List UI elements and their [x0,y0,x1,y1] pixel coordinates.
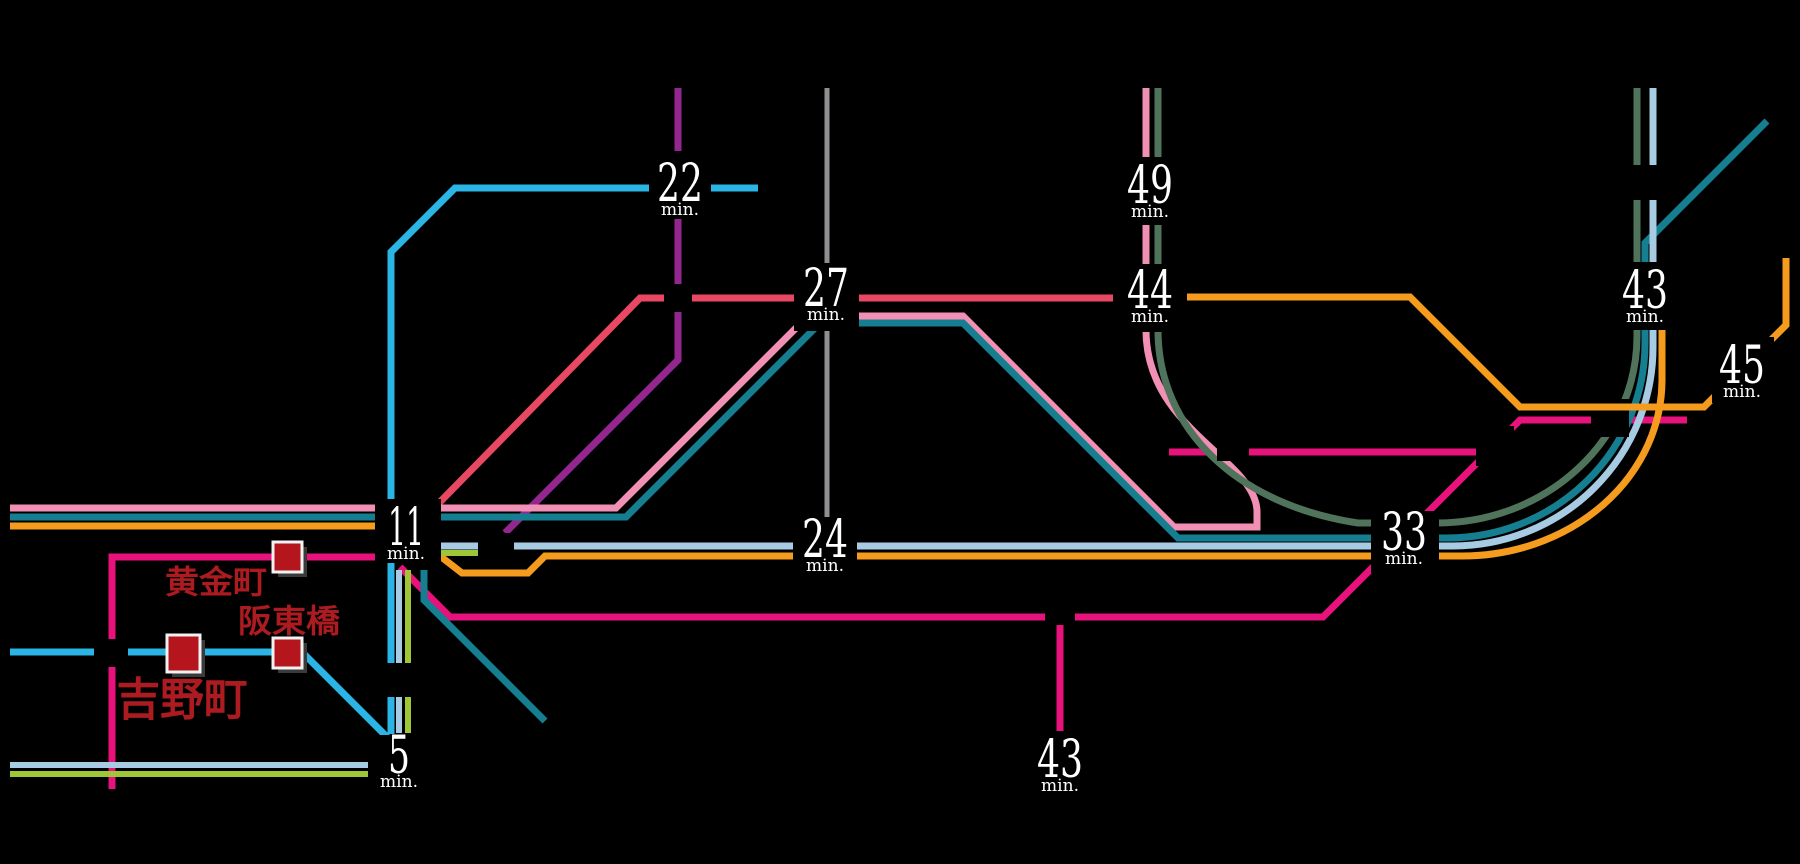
time-value-t5: 5 [388,726,410,786]
time-value-t45: 45 [1719,336,1765,396]
time-value-t43bottom: 43 [1037,730,1083,790]
time-label-box-t45 [1712,337,1774,403]
time-label-box-t43bottom [1027,735,1093,797]
time-unit-t45: min. [1723,382,1761,402]
time-unit-t43bottom: min. [1041,776,1079,796]
time-value-t33: 33 [1381,503,1427,563]
time-label-box-t49 [1117,157,1183,225]
route-orange-24-line [437,330,1666,577]
time-label-box-t43top [1613,262,1679,330]
route-orange-44-line [1187,258,1790,411]
time-label-box-t44 [1117,264,1183,332]
time-unit-t43top: min. [1626,307,1664,327]
junction-marker-m-cyan-magenta [94,639,128,667]
station-name-koganecho: 黄金町 [165,563,267,601]
station-square-bandobashi[interactable] [271,636,304,670]
junction-marker-m-branch43 [1045,609,1075,625]
time-value-t11: 11 [388,498,424,558]
time-unit-t11: min. [387,544,425,564]
time-value-t22: 22 [657,154,703,214]
junction-marker-m-spur-cross [1217,443,1249,461]
route-pink-line [10,88,1261,531]
junction-marker-m-northeast-break [1627,165,1663,200]
time-label-box-t11 [375,499,441,563]
time-label-box-t22 [649,151,711,219]
route-teal-line [10,118,1770,542]
station-name-yoshinocho: 吉野町 [117,673,248,726]
time-unit-t44: min. [1131,307,1169,327]
junction-marker-m-verticals [378,663,418,697]
time-unit-t22: min. [661,200,699,220]
time-unit-t33: min. [1385,549,1423,569]
route-teal-vertical [420,570,548,724]
route-magenta-main-line [397,416,1687,621]
time-unit-t24: min. [806,556,844,576]
station-name-bandobashi: 阪東橋 [238,602,341,640]
route-lightblue-24-line [440,88,1657,550]
time-label-box-t27 [794,263,859,331]
time-unit-t49: min. [1131,202,1169,222]
time-value-t49: 49 [1127,156,1173,216]
junction-marker-m-purple-end [478,533,514,559]
route-crimson-line [435,294,1113,507]
time-label-box-t5 [377,735,423,797]
time-unit-t5: min. [380,772,418,792]
time-value-t24: 24 [802,510,848,570]
time-label-box-t24 [793,517,857,579]
time-value-t27: 27 [803,259,849,319]
station-square-yoshinocho[interactable] [165,633,202,674]
junction-marker-m-interchange-west [1476,426,1514,466]
time-label-box-t33 [1371,511,1439,573]
junction-marker-m-purple-crimson [664,284,692,312]
route-cyan-line [387,184,758,734]
time-value-t43top: 43 [1622,261,1668,321]
time-value-t44: 44 [1127,261,1173,321]
station-square-koganecho[interactable] [271,540,304,574]
time-unit-t27: min. [807,305,845,325]
